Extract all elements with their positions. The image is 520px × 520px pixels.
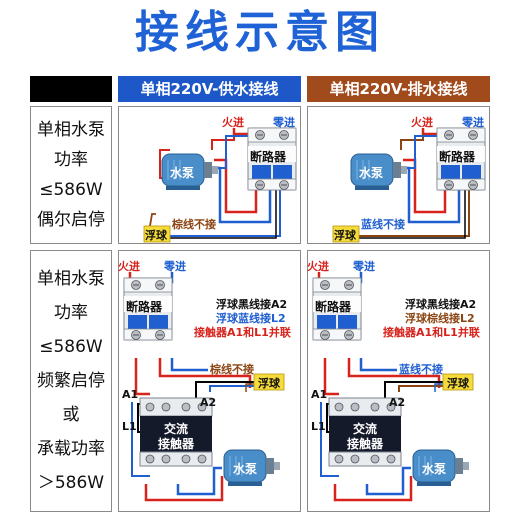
- pump-label: 水泵: [422, 462, 447, 476]
- breaker-label: 断路器: [315, 300, 352, 314]
- row2-label-line: 承载功率: [37, 439, 105, 459]
- instruction-3: 接触器A1和L1并联: [383, 326, 480, 339]
- note-label: 棕线不接: [210, 363, 254, 376]
- row2-label: 单相水泵 功率 ≤586W 频繁启停 或 承载功率 ＞586W: [30, 250, 112, 512]
- live-in-label: 火进: [118, 260, 140, 273]
- row1-drain-diagram: [332, 127, 486, 243]
- instruction-1: 浮球黑线接A2: [216, 298, 288, 311]
- float-label: 浮球: [334, 229, 356, 242]
- a1-label: A1: [311, 388, 328, 401]
- row1-label-line: 单相水泵: [37, 120, 105, 140]
- instruction-1: 浮球黑线接A2: [405, 298, 477, 311]
- row1-label: 单相水泵 功率 ≤586W 偶尔启停: [30, 106, 112, 244]
- row2-label-line: ≤586W: [39, 337, 103, 357]
- header-supply: 单相220V-供水接线: [118, 76, 301, 102]
- float-label: 浮球: [145, 229, 167, 242]
- pump-label: 水泵: [170, 166, 195, 180]
- live-in-label: 火进: [411, 116, 433, 129]
- row1-label-line: 功率: [54, 150, 88, 170]
- row2-label-line: 单相水泵: [37, 269, 105, 289]
- contactor-label: 交流: [164, 422, 189, 436]
- instruction-2: 浮球蓝线接L2: [216, 312, 286, 325]
- instruction-2: 浮球棕线接L2: [405, 312, 475, 325]
- row1-supply-diagram: [143, 127, 297, 243]
- pump-label: 水泵: [359, 166, 384, 180]
- live-in-label: 火进: [222, 116, 244, 129]
- live-in-label: 火进: [307, 260, 329, 273]
- note-label: 棕线不接: [172, 218, 216, 231]
- a2-label: A2: [200, 396, 217, 409]
- a2-label: A2: [389, 396, 406, 409]
- contactor-label: 接触器: [158, 437, 195, 451]
- header-drain: 单相220V-排水接线: [307, 76, 490, 102]
- float-label: 浮球: [258, 377, 280, 390]
- neutral-in-label: 零进: [462, 116, 484, 129]
- note-label: 蓝线不接: [361, 218, 405, 231]
- contactor-label: 接触器: [347, 437, 384, 451]
- note-label: 蓝线不接: [399, 363, 443, 376]
- instruction-3: 接触器A1和L1并联: [194, 326, 291, 339]
- neutral-in-label: 零进: [164, 260, 186, 273]
- row2-drain-diagram: [312, 272, 474, 502]
- header-blank: [30, 76, 112, 102]
- row2-label-line: ＞586W: [37, 473, 105, 493]
- contactor-label: 交流: [353, 422, 378, 436]
- row2-label-line: 功率: [54, 303, 88, 323]
- neutral-in-label: 零进: [353, 260, 375, 273]
- breaker-label: 断路器: [250, 150, 287, 164]
- row1-label-line: 偶尔启停: [37, 210, 105, 230]
- pump-label: 水泵: [233, 462, 258, 476]
- row2-label-line: 频繁启停: [37, 371, 105, 391]
- row2-label-line: 或: [62, 405, 80, 425]
- breaker-label: 断路器: [126, 300, 163, 314]
- neutral-in-label: 零进: [273, 116, 295, 129]
- l1-label: L1: [311, 420, 326, 433]
- page-title: 接线示意图: [135, 7, 385, 58]
- row2-supply-diagram: [123, 272, 285, 502]
- breaker-label: 断路器: [439, 150, 476, 164]
- float-label: 浮球: [447, 377, 469, 390]
- row1-label-line: ≤586W: [39, 180, 103, 200]
- a1-label: A1: [122, 388, 139, 401]
- l1-label: L1: [122, 420, 137, 433]
